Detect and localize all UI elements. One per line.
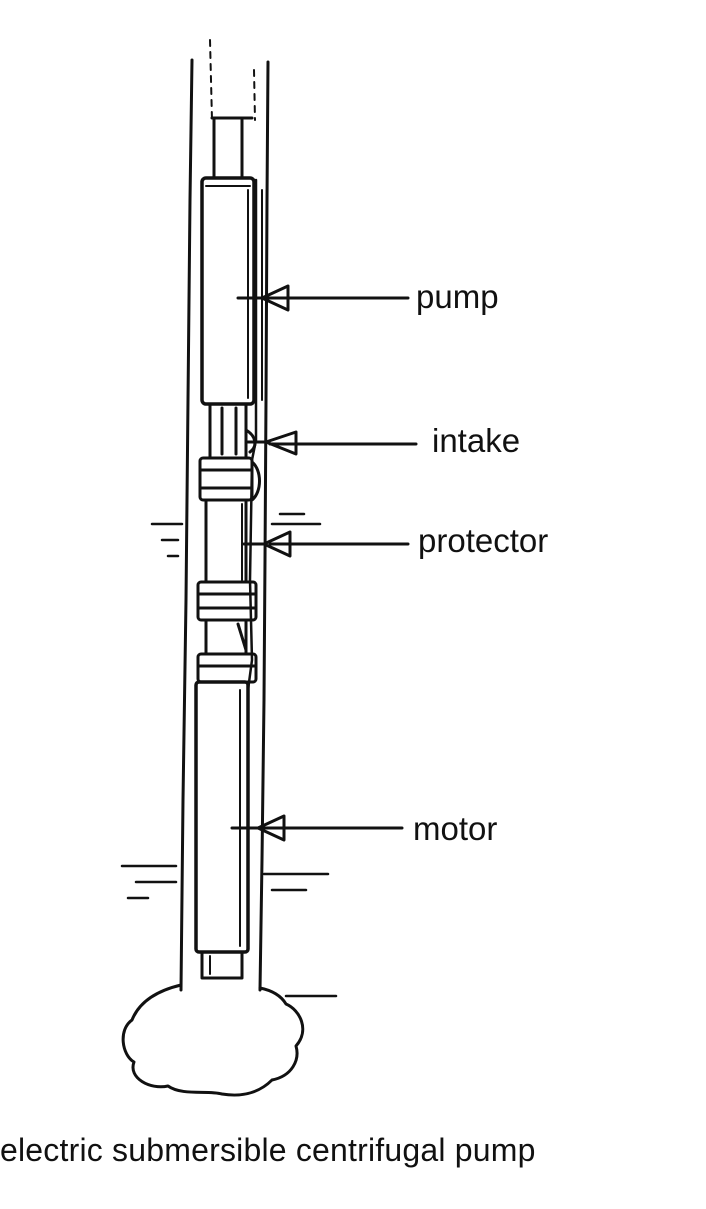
intake-arrow [246, 430, 418, 456]
motor-label: motor [413, 810, 498, 847]
pump-label: pump [416, 278, 499, 315]
figure-caption: electric submersible centrifugal pump [0, 1132, 536, 1168]
formation-marks [120, 512, 338, 998]
motor-arrow [230, 814, 404, 842]
lower-coupling [196, 580, 258, 684]
intake-label: intake [432, 422, 521, 459]
protector-label: protector [418, 522, 549, 559]
intake-section [208, 402, 257, 460]
protector-arrow [242, 530, 410, 558]
pump-arrow [236, 284, 410, 312]
production-tubing [210, 116, 254, 180]
well-casing [179, 39, 270, 992]
motor-section [194, 680, 250, 980]
pump-section [200, 176, 263, 406]
wellbore-cavity [121, 983, 305, 1097]
protector-section [204, 498, 248, 584]
power-cable [246, 178, 258, 942]
